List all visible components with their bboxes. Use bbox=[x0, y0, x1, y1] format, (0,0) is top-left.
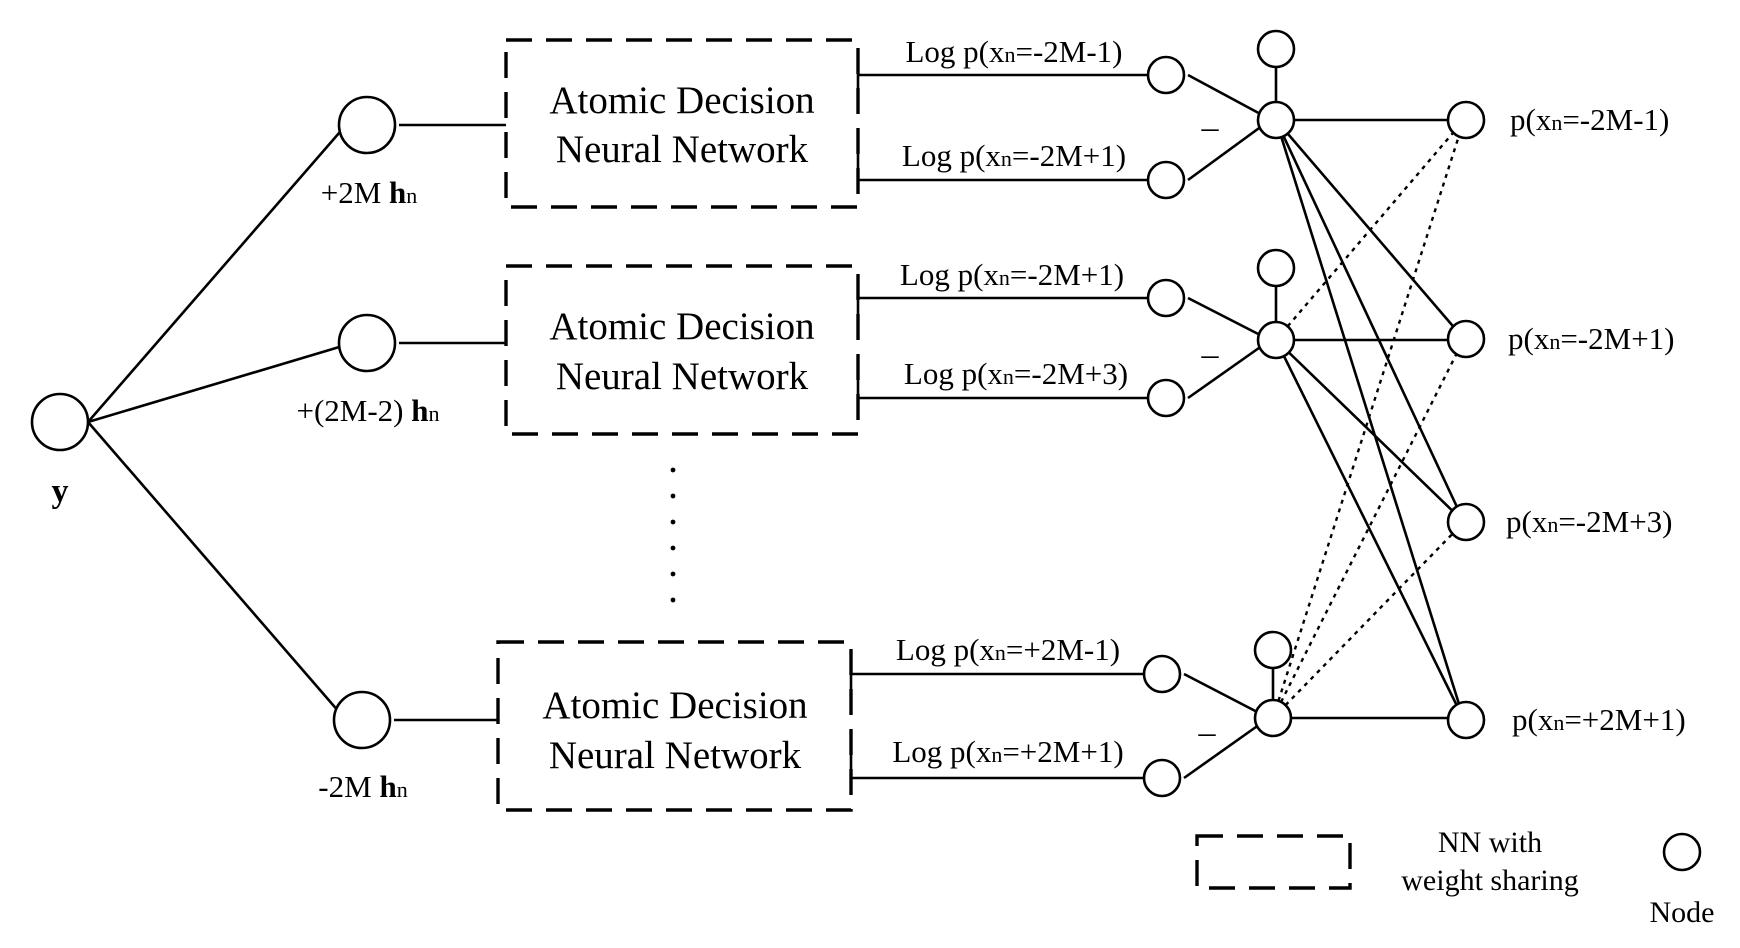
wire-log-2b-to-sum-2 bbox=[1187, 341, 1267, 400]
log-node-2b bbox=[1146, 378, 1186, 418]
block-2-title-line2: Neural Network bbox=[556, 355, 809, 398]
log-label-3b: Log p(xn=+2M+1) bbox=[892, 734, 1123, 769]
branch-label-1: +2M hn bbox=[321, 175, 418, 210]
log-label-2b: Log p(xn=-2M+3) bbox=[904, 356, 1128, 391]
wire-y-to-branch-3 bbox=[87, 421, 347, 721]
nn-block-labels: Atomic Decision Neural Network Atomic De… bbox=[542, 79, 814, 777]
bias-wires bbox=[1271, 67, 1278, 699]
input-label-y: y bbox=[52, 473, 69, 510]
log-label-1a: Log p(xn=-2M-1) bbox=[905, 34, 1122, 69]
block-3-title-line2: Neural Network bbox=[549, 734, 802, 777]
log-node-1a bbox=[1146, 55, 1186, 95]
wire-block-1-out-top bbox=[856, 73, 1150, 104]
bias-node-2 bbox=[1256, 248, 1296, 288]
input-node-y bbox=[30, 392, 90, 452]
wire-sum-1-to-out-4 bbox=[1274, 119, 1466, 721]
output-node-3 bbox=[1446, 502, 1486, 542]
sum-node-1 bbox=[1256, 100, 1296, 140]
wire-log-3b-to-sum-3 bbox=[1183, 720, 1264, 780]
legend-dashed-box-icon bbox=[1195, 834, 1352, 890]
block-1-title-line1: Atomic Decision bbox=[549, 79, 814, 122]
branch-label-3: -2M hn bbox=[318, 769, 407, 804]
wire-y-to-branch-2 bbox=[87, 343, 347, 424]
minus-sign-1: – bbox=[1201, 109, 1220, 146]
output-node-4 bbox=[1446, 700, 1486, 740]
bias-node-3 bbox=[1253, 630, 1293, 670]
wire-log-3a-to-sum-3 bbox=[1183, 672, 1264, 717]
wire-block-2-out-top bbox=[856, 296, 1150, 325]
input-wires bbox=[87, 124, 347, 721]
nn-block-3 bbox=[496, 640, 853, 812]
legend-box-label-line2: weight sharing bbox=[1401, 864, 1578, 897]
branch-node-3 bbox=[332, 690, 392, 750]
sum-node-3 bbox=[1253, 698, 1293, 738]
minus-sign-2: – bbox=[1201, 336, 1220, 373]
block-2-title-line1: Atomic Decision bbox=[549, 305, 814, 348]
sum-node-2 bbox=[1256, 320, 1296, 360]
output-label-1: p(xn=-2M-1) bbox=[1510, 102, 1669, 137]
output-label-4: p(xn=+2M+1) bbox=[1512, 702, 1686, 737]
output-node-1 bbox=[1446, 100, 1486, 140]
wire-sum-3-to-out-2 bbox=[1271, 338, 1466, 719]
wire-sum-3-to-out-1 bbox=[1271, 119, 1466, 719]
output-labels: p(xn=-2M-1) p(xn=-2M+1) p(xn=-2M+3) p(xn… bbox=[1506, 102, 1686, 737]
wire-log-2a-to-sum-2 bbox=[1187, 296, 1267, 340]
wire-y-to-branch-1 bbox=[87, 124, 347, 423]
legend-box-label-line1: NN with bbox=[1438, 826, 1542, 859]
output-node-2 bbox=[1446, 319, 1486, 359]
output-label-2: p(xn=-2M+1) bbox=[1508, 321, 1675, 356]
wire-sum-3-to-out-3 bbox=[1272, 521, 1465, 719]
block-1-title-line2: Neural Network bbox=[556, 128, 809, 171]
log-prob-labels: Log p(xn=-2M-1) Log p(xn=-2M+1) Log p(xn… bbox=[892, 34, 1128, 769]
wire-log-1a-to-sum-1 bbox=[1187, 73, 1267, 119]
log-node-2a bbox=[1146, 278, 1186, 318]
branch-label-2: +(2M-2) hn bbox=[296, 393, 439, 428]
wire-block-3-out-top bbox=[849, 672, 1147, 702]
log-to-sum-wires bbox=[1183, 73, 1267, 780]
log-node-3b bbox=[1142, 758, 1182, 798]
legend: NN with weight sharing Node bbox=[1195, 826, 1715, 929]
log-node-3a bbox=[1142, 654, 1182, 694]
sum-to-output-dotted-wires bbox=[1271, 119, 1466, 719]
wire-sum-1-to-out-3 bbox=[1274, 119, 1466, 523]
wire-log-1b-to-sum-1 bbox=[1187, 121, 1267, 182]
branch-to-block-wires bbox=[394, 123, 506, 722]
log-node-1b bbox=[1146, 160, 1186, 200]
wire-sum-2-to-out-1 bbox=[1275, 119, 1465, 341]
legend-node-icon bbox=[1662, 832, 1702, 872]
log-label-3a: Log p(xn=+2M-1) bbox=[896, 632, 1120, 667]
nn-block-1 bbox=[504, 38, 860, 209]
output-label-3: p(xn=-2M+3) bbox=[1506, 504, 1673, 539]
minus-sign-3: – bbox=[1198, 714, 1217, 751]
block-3-title-line1: Atomic Decision bbox=[542, 684, 807, 727]
branch-node-2 bbox=[337, 313, 397, 373]
vertical-ellipsis bbox=[670, 467, 676, 603]
nn-block-2 bbox=[504, 264, 860, 436]
log-label-1b: Log p(xn=-2M+1) bbox=[902, 138, 1126, 173]
branch-node-1 bbox=[337, 95, 397, 155]
wire-sum-2-to-out-4 bbox=[1274, 339, 1466, 721]
legend-node-label: Node bbox=[1650, 896, 1715, 929]
block-output-wires bbox=[849, 73, 1150, 780]
wire-sum-2-to-out-3 bbox=[1275, 339, 1465, 523]
log-label-2a: Log p(xn=-2M+1) bbox=[900, 257, 1124, 292]
bias-node-1 bbox=[1256, 29, 1296, 69]
